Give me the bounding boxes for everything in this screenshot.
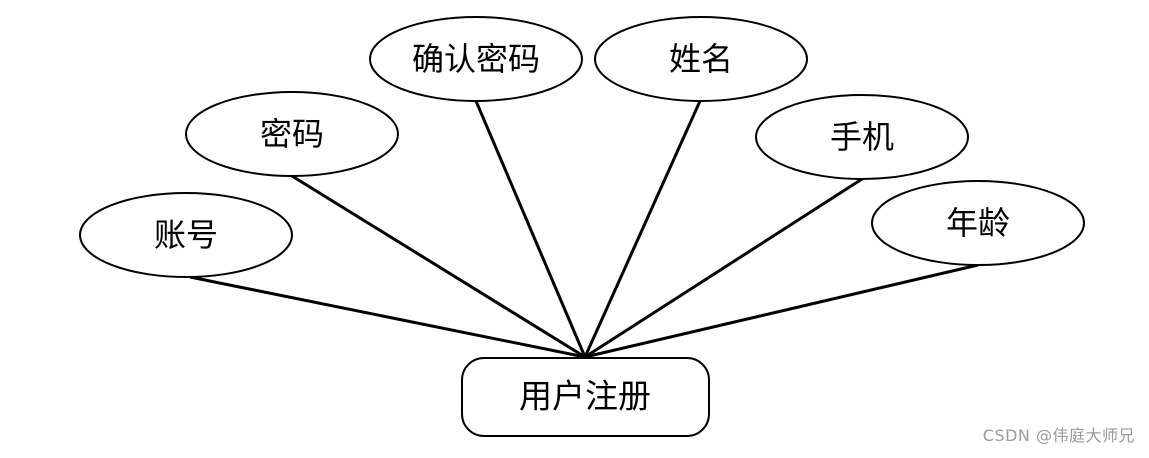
entity-user-registration: 用户注册 xyxy=(461,357,710,437)
attribute-name: 姓名 xyxy=(594,16,808,102)
watermark: CSDN @伟庭大师兄 xyxy=(982,426,1135,445)
connector-confirm-password xyxy=(474,100,587,358)
attribute-age-label: 年龄 xyxy=(946,204,1010,242)
attribute-account: 账号 xyxy=(79,192,293,278)
attribute-password-label: 密码 xyxy=(260,115,324,153)
attribute-phone-label: 手机 xyxy=(830,118,894,156)
attribute-phone: 手机 xyxy=(755,94,969,180)
attribute-age: 年龄 xyxy=(871,180,1085,266)
connector-age xyxy=(584,263,979,359)
connector-phone xyxy=(584,177,863,359)
connector-account xyxy=(189,275,586,359)
attribute-confirm-password: 确认密码 xyxy=(369,16,583,102)
connector-name xyxy=(583,100,702,358)
attribute-confirm-password-label: 确认密码 xyxy=(412,40,540,78)
attribute-account-label: 账号 xyxy=(154,216,218,254)
attribute-password: 密码 xyxy=(185,91,399,177)
entity-label: 用户注册 xyxy=(519,377,651,416)
attribute-name-label: 姓名 xyxy=(669,40,733,78)
connector-password xyxy=(291,174,586,359)
connectors xyxy=(189,100,979,359)
